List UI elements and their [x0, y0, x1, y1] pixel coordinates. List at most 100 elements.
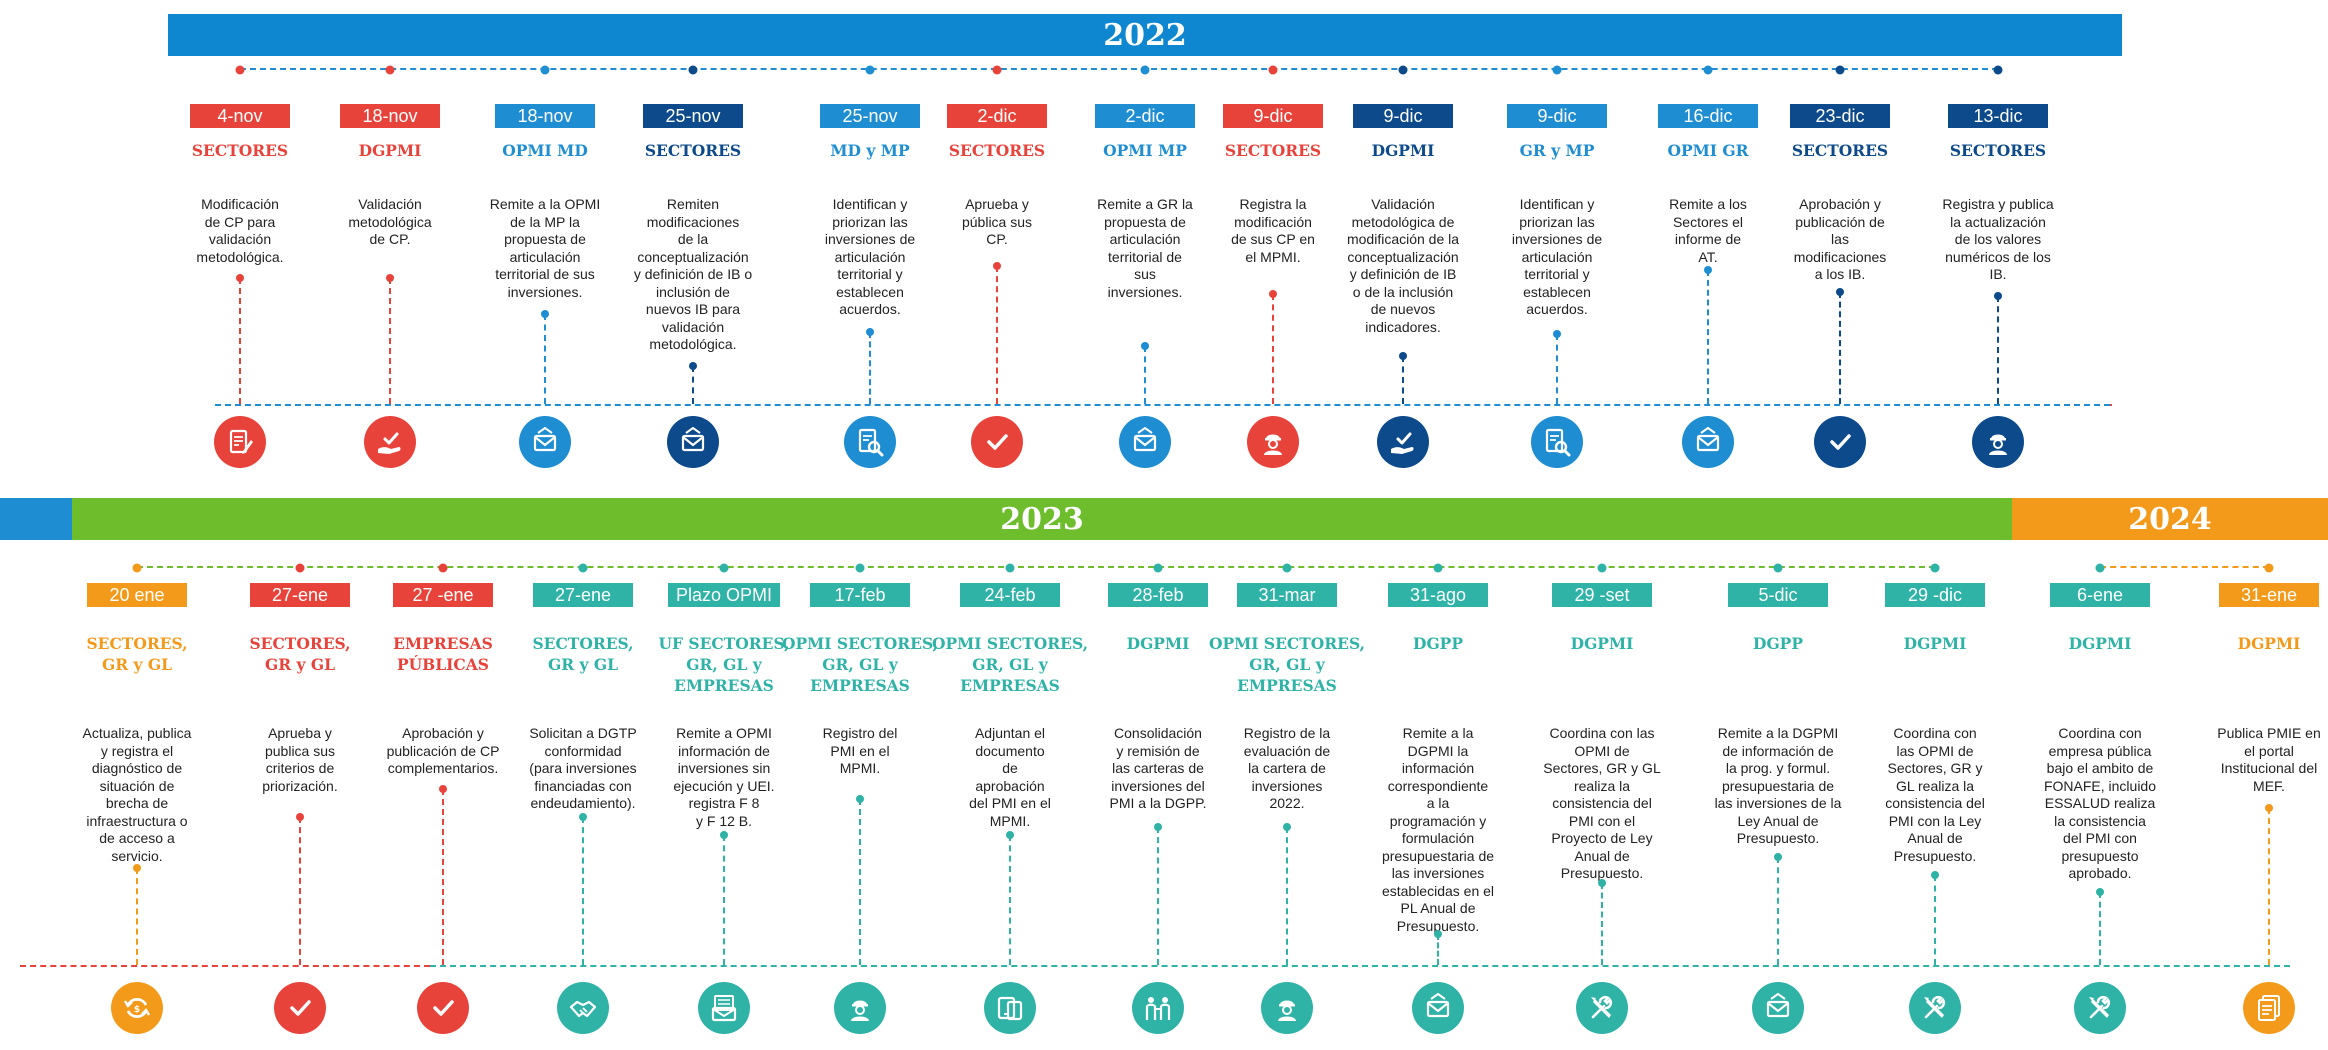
milestone-2022-connector-line [1144, 346, 1146, 404]
milestone-2022-connector-line [1272, 294, 1274, 404]
document-search-icon [1531, 416, 1583, 468]
milestone-2022-date: 2-dic [1095, 104, 1195, 128]
devices-icon [984, 982, 1036, 1034]
milestone-2023-connector-line [1157, 827, 1159, 965]
milestone-2022-connector-line [1839, 292, 1841, 404]
milestone-2022-actor: SECTORES [1224, 141, 1322, 160]
milestone-2022-timeline-dot [1398, 65, 1408, 75]
milestone-2022-description: Remite a los Sectores el informe de AT. [1669, 196, 1747, 265]
milestone-2022-timeline-dot [1552, 65, 1562, 75]
milestone-2023-description: Remite a la DGPMI de información de la p… [1714, 725, 1842, 846]
milestone-2023-description: Solicitan a DGTP conformidad (para inver… [529, 725, 637, 811]
check-circle-icon [274, 982, 326, 1034]
milestone-2022-date: 25-nov [820, 104, 920, 128]
milestone-2022-description: Identifican y priorizan las inversiones … [824, 196, 916, 317]
milestone-2023-timeline-dot [295, 563, 305, 573]
milestone-2023-description: Actualiza, publica y registra el diagnós… [82, 725, 192, 864]
milestone-2023-date: 27 -ene [393, 583, 493, 607]
year-bar-2024: 2024 [2012, 498, 2328, 540]
baseline-2023-start [20, 965, 430, 967]
baseline-2023 [430, 965, 2290, 967]
milestone-2022-connector-line [1402, 356, 1404, 404]
milestone-2022-timeline-dot [1993, 65, 2003, 75]
milestone-2022-date: 9-dic [1353, 104, 1453, 128]
tools-icon [2074, 982, 2126, 1034]
milestone-2022-actor: MD y MP [830, 141, 910, 160]
milestone-2023-description: Aprueba y publica sus criterios de prior… [262, 725, 338, 794]
envelope-icon [1119, 416, 1171, 468]
milestone-2022-date: 4-nov [190, 104, 290, 128]
milestone-2022-actor: DGPMI [358, 141, 422, 160]
milestone-2022-timeline-dot [540, 65, 550, 75]
envelope-icon [1752, 982, 1804, 1034]
milestone-2023-connector-line [582, 817, 584, 965]
milestone-2024-description: Coordina con empresa pública bajo el amb… [2043, 725, 2157, 881]
milestone-2023-connector-line [1777, 857, 1779, 965]
milestone-2022-timeline-dot [1140, 65, 1150, 75]
milestone-2022-actor: SECTORES [644, 141, 742, 160]
milestone-2023-date: 29 -set [1552, 583, 1652, 607]
svg-text:$: $ [134, 1005, 140, 1015]
handshake-icon [557, 982, 609, 1034]
hand-check-icon [1377, 416, 1429, 468]
check-circle-icon [971, 416, 1023, 468]
milestone-2023-timeline-dot [855, 563, 865, 573]
milestone-2022-connector-line [1556, 334, 1558, 404]
year-bar-2023: 2023 [72, 498, 2012, 540]
milestone-2024-connector-line [2268, 808, 2270, 965]
milestone-2022-actor: OPMI MD [502, 141, 588, 160]
milestone-2023-date: 29 -dic [1885, 583, 1985, 607]
milestone-2023-connector-line [1009, 835, 1011, 965]
milestone-2023-timeline-dot [438, 563, 448, 573]
envelope-icon [1412, 982, 1464, 1034]
milestone-2022-timeline-dot [688, 65, 698, 75]
milestone-2023-date: 31-ago [1388, 583, 1488, 607]
milestone-2024-actor: DGPMI [2237, 634, 2301, 653]
milestone-2023-timeline-dot [1597, 563, 1607, 573]
milestone-2023-description: Remite a la DGPMI la información corresp… [1381, 725, 1495, 934]
worker-icon [834, 982, 886, 1034]
milestone-2023-description: Consolidación y remisión de las carteras… [1109, 725, 1207, 811]
milestone-2023-connector-line [136, 868, 138, 965]
milestone-2023-date: 28-feb [1108, 583, 1208, 607]
milestone-2024-timeline-dot [2264, 563, 2274, 573]
milestone-2023-date: 5-dic [1728, 583, 1828, 607]
milestone-2022-timeline-dot [865, 65, 875, 75]
milestone-2022-description: Modificación de CP para validación metod… [196, 196, 284, 265]
milestone-2023-description: Aprobación y publicación de CP complemen… [386, 725, 500, 776]
milestone-2023-description: Registro del PMI en el MPMI. [822, 725, 898, 776]
document-edit-icon [214, 416, 266, 468]
milestone-2023-timeline-dot [719, 563, 729, 573]
refresh-icon: $ [111, 982, 163, 1034]
year-bar-2022: 2022 [168, 14, 2122, 56]
milestone-2023-timeline-dot [1005, 563, 1015, 573]
milestone-2022-description: Validación metodológica de CP. [348, 196, 432, 247]
milestone-2023-connector-line [299, 817, 301, 965]
milestone-2023-description: Coordina con las OPMI de Sectores, GR y … [1543, 725, 1661, 881]
milestone-2022-date: 18-nov [340, 104, 440, 128]
milestone-2022-description: Aprueba y pública sus CP. [961, 196, 1033, 247]
milestone-2023-timeline-dot [1153, 563, 1163, 573]
milestone-2023-actor: SECTORES, GR y GL [249, 634, 351, 674]
milestone-2023-actor: DGPMI [1126, 634, 1190, 653]
milestone-2022-actor: SECTORES [1949, 141, 2047, 160]
milestone-2023-actor: UF SECTORES, GR, GL y EMPRESAS [658, 634, 790, 695]
milestone-2023-timeline-dot [132, 563, 142, 573]
milestone-2023-actor: OPMI SECTORES, GR, GL y EMPRESAS [931, 634, 1089, 695]
milestone-2023-description: Remite a OPMI información de inversiones… [673, 725, 775, 829]
timeline-2024-line [2100, 566, 2269, 568]
milestone-2023-connector-line [1437, 934, 1439, 965]
milestone-2022-description: Validación metodológica de modificación … [1346, 196, 1460, 335]
milestone-2023-date: 31-mar [1237, 583, 1337, 607]
milestone-2022-actor: OPMI MP [1103, 141, 1187, 160]
milestone-2022-description: Registra y publica la actualización de l… [1942, 196, 2054, 282]
milestone-2022-actor: GR y MP [1519, 141, 1595, 160]
milestone-2023-date: 27-ene [250, 583, 350, 607]
baseline-2022-end [2110, 404, 2112, 406]
milestone-2022-description: Registra la modificación de sus CP en el… [1231, 196, 1315, 265]
milestone-2022-timeline-dot [1835, 65, 1845, 75]
team-icon [1132, 982, 1184, 1034]
year-2022-label: 2022 [1103, 17, 1187, 53]
envelope-icon [667, 416, 719, 468]
milestone-2023-description: Coordina con las OPMI de Sectores, GR y … [1885, 725, 1985, 864]
